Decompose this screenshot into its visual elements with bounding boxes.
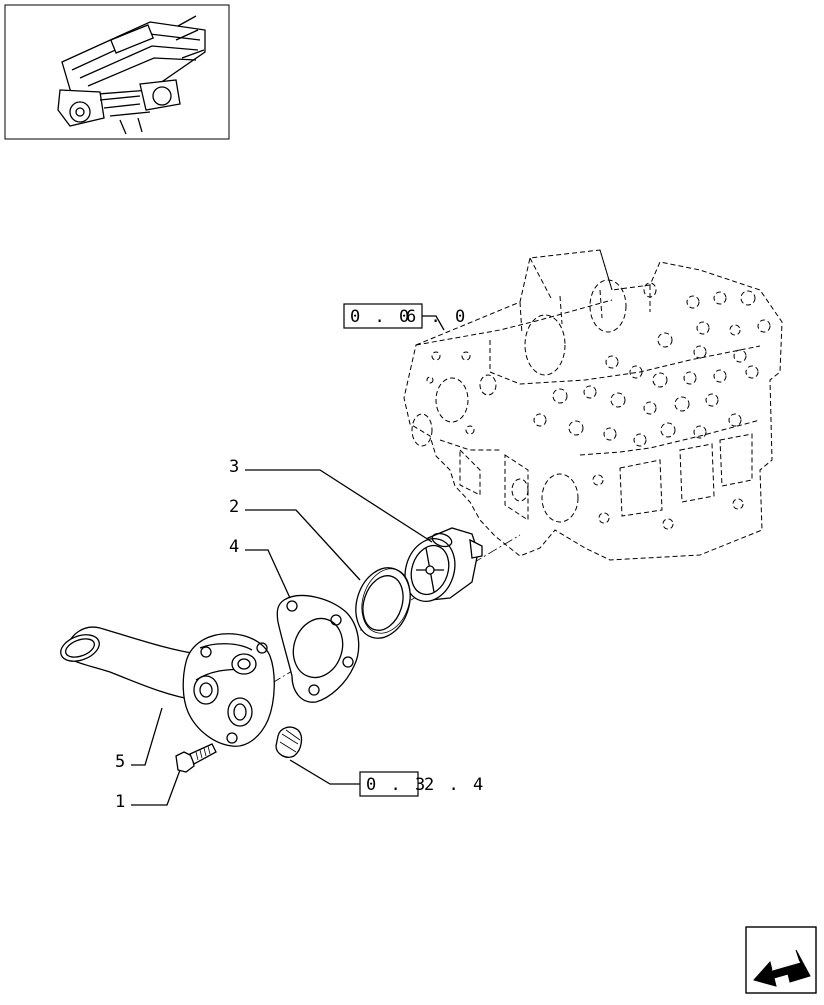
seal-ring-part[interactable] (347, 561, 419, 646)
reference-plug-rest: 2 . 4 (424, 775, 485, 795)
callout-5: 5 (115, 752, 125, 772)
reference-link-plug[interactable]: 0 . 3 2 . 4 (359, 771, 485, 797)
gasket-part[interactable] (276, 594, 360, 703)
reference-link-cylinder-head[interactable]: 0 . 0 6 . 0 (343, 303, 467, 329)
thermostat-part[interactable] (397, 527, 483, 608)
engine-thumbnail-icon[interactable] (4, 4, 230, 140)
callout-2: 2 (229, 497, 239, 517)
back-arrow-icon[interactable] (745, 926, 817, 994)
reference-cylinder-head-boxed: 0 . 0 (350, 307, 411, 327)
callout-1: 1 (115, 792, 125, 812)
cylinder-head-drawing (403, 249, 783, 561)
callout-4: 4 (229, 537, 239, 557)
leader-lines (131, 315, 445, 806)
plug-fitting-part[interactable] (275, 726, 303, 758)
bolt-part[interactable] (175, 743, 217, 773)
callout-3: 3 (229, 457, 239, 477)
reference-plug-boxed: 0 . 3 (366, 775, 427, 795)
reference-cylinder-head-rest: 6 . 0 (406, 307, 467, 327)
thermostat-housing-part[interactable] (57, 626, 275, 747)
